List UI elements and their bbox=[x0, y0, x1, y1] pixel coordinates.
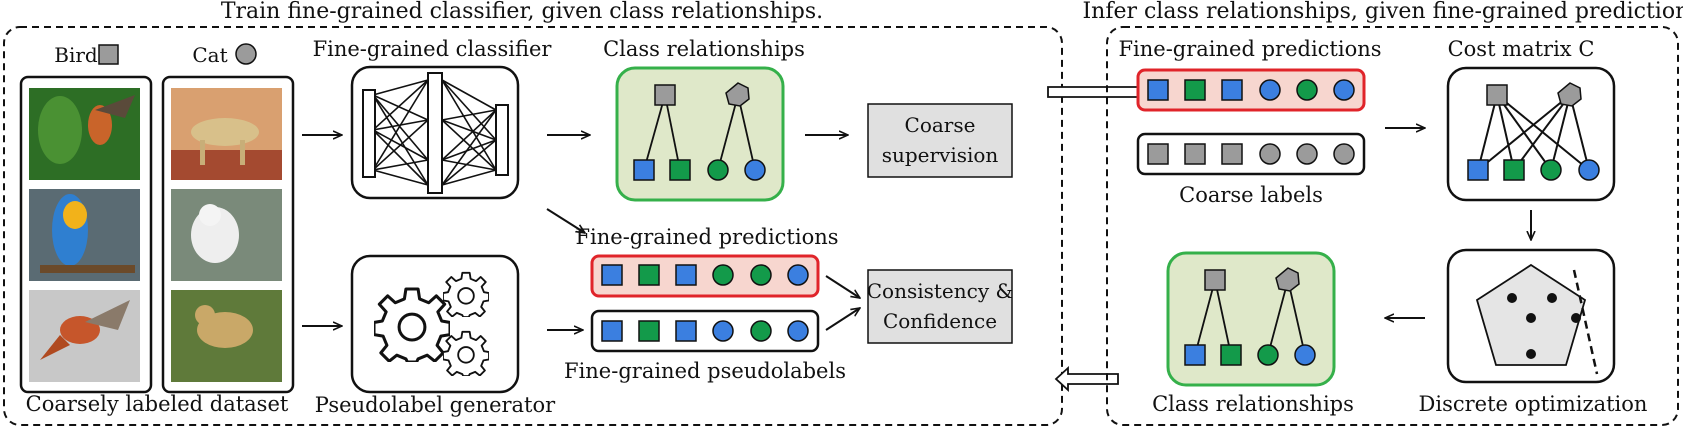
coarse-gray-circle-icon bbox=[1259, 143, 1281, 165]
cost-green-square-icon bbox=[1503, 159, 1525, 181]
coarse-supervision-label-line1: Coarse bbox=[905, 113, 976, 137]
dataset: Bird Cat bbox=[19, 43, 295, 416]
rpred-blue-circle-icon bbox=[1259, 79, 1281, 101]
cost-bird-node-icon bbox=[1486, 84, 1508, 106]
fine-node-green-circle-icon bbox=[707, 159, 729, 181]
arrow-predictions-to-consistency bbox=[825, 275, 860, 298]
coarse-gray-circle-icon bbox=[1296, 143, 1318, 165]
bird-square-icon bbox=[98, 44, 119, 65]
pseudo-green-circle-icon bbox=[750, 320, 772, 342]
pseudo-blue-square-icon bbox=[601, 320, 623, 342]
bird-coarse-node-icon bbox=[654, 84, 676, 106]
bird-label: Bird bbox=[54, 43, 98, 67]
arrow-to-right-panel-icon bbox=[1047, 78, 1152, 106]
cat-label: Cat bbox=[192, 43, 227, 67]
fine-predictions-strip bbox=[590, 254, 820, 298]
consistency-label-line1: Consistency & bbox=[867, 279, 1014, 303]
arrow-pseudolabels-to-consistency bbox=[825, 308, 860, 331]
fine-node-blue-circle-icon bbox=[744, 159, 766, 181]
pred-green-circle-icon bbox=[750, 264, 772, 286]
network-layer-1-icon bbox=[362, 89, 376, 178]
discrete-optimization: Discrete optimization bbox=[1419, 248, 1648, 416]
network-layer-3-icon bbox=[495, 104, 509, 176]
class-relationships-right: Class relationships bbox=[1152, 251, 1354, 416]
class-relationships-label: Class relationships bbox=[603, 37, 805, 61]
gear-large-icon bbox=[374, 287, 450, 362]
pred-blue-square-icon bbox=[601, 264, 623, 286]
cost-blue-square-icon bbox=[1467, 159, 1489, 181]
right-blue-circle-icon bbox=[1294, 344, 1316, 366]
fine-node-blue-square-icon bbox=[633, 159, 655, 181]
coarse-labels-label: Coarse labels bbox=[1179, 183, 1323, 207]
cost-matrix-label: Cost matrix C bbox=[1448, 37, 1595, 61]
network-edges-icon bbox=[372, 79, 497, 186]
arrow-classifier-to-predictions bbox=[546, 208, 585, 233]
coarse-gray-square-icon bbox=[1147, 143, 1169, 165]
fine-node-green-square-icon bbox=[669, 159, 691, 181]
cat-image-1 bbox=[171, 88, 282, 180]
coarse-labels-strip bbox=[1136, 132, 1366, 176]
cat-image-3 bbox=[171, 290, 282, 382]
pseudo-blue-circle-icon bbox=[787, 320, 809, 342]
pseudolabels-strip bbox=[590, 309, 820, 353]
consistency-confidence-box bbox=[867, 269, 1013, 344]
dataset-caption: Coarsely labeled dataset bbox=[26, 392, 289, 416]
pseudo-blue-circle-icon bbox=[712, 320, 734, 342]
right-green-square-icon bbox=[1220, 344, 1242, 366]
fine-predictions-label-left: Fine-grained predictions bbox=[575, 225, 838, 249]
gear-small-bottom-icon bbox=[443, 330, 489, 376]
left-panel: Train fine-grained classifier, given cla… bbox=[3, 0, 1063, 426]
rpred-green-circle-icon bbox=[1296, 79, 1318, 101]
pred-green-square-icon bbox=[638, 264, 660, 286]
right-panel: Infer class relationships, given fine-gr… bbox=[1082, 0, 1683, 426]
coarse-gray-circle-icon bbox=[1333, 143, 1355, 165]
right-fine-predictions-strip bbox=[1136, 68, 1366, 112]
classifier-label: Fine-grained classifier bbox=[313, 37, 553, 61]
arrow-to-left-panel-icon bbox=[1054, 365, 1119, 393]
cutting-plane-icon bbox=[1572, 269, 1599, 375]
right-green-circle-icon bbox=[1257, 344, 1279, 366]
right-panel-title: Infer class relationships, given fine-gr… bbox=[1082, 0, 1683, 24]
cat-circle-icon bbox=[235, 43, 257, 65]
left-panel-title: Train fine-grained classifier, given cla… bbox=[221, 0, 823, 24]
fine-predictions-label-right: Fine-grained predictions bbox=[1118, 37, 1381, 61]
pseudo-green-square-icon bbox=[638, 320, 660, 342]
pseudolabel-generator: Pseudolabel generator bbox=[315, 254, 556, 417]
cost-cat-node-icon bbox=[1557, 82, 1582, 107]
network-layer-2-icon bbox=[427, 72, 443, 194]
right-panel-border bbox=[1106, 26, 1679, 426]
rpred-blue-square-icon bbox=[1221, 79, 1243, 101]
right-blue-square-icon bbox=[1184, 344, 1206, 366]
coarse-supervision-label-line2: supervision bbox=[882, 143, 999, 167]
right-class-relationships-label: Class relationships bbox=[1152, 392, 1354, 416]
rpred-blue-square-icon bbox=[1147, 79, 1169, 101]
coarse-supervision-box bbox=[867, 103, 1013, 178]
pred-blue-circle-icon bbox=[787, 264, 809, 286]
pseudo-blue-square-icon bbox=[675, 320, 697, 342]
coarse-gray-square-icon bbox=[1184, 143, 1206, 165]
pred-blue-square-icon bbox=[675, 264, 697, 286]
pred-green-circle-icon bbox=[712, 264, 734, 286]
consistency-label-line2: Confidence bbox=[883, 309, 997, 333]
gear-small-top-icon bbox=[443, 271, 489, 317]
rpred-green-square-icon bbox=[1184, 79, 1206, 101]
pseudolabels-label: Fine-grained pseudolabels bbox=[564, 359, 846, 383]
discrete-optimization-label: Discrete optimization bbox=[1419, 392, 1648, 416]
class-relationships-left: Class relationships bbox=[603, 37, 805, 202]
cost-matrix: Cost matrix C bbox=[1446, 37, 1616, 202]
bird-image-3 bbox=[29, 290, 140, 382]
bird-image-2 bbox=[29, 189, 140, 281]
cat-image-2 bbox=[171, 189, 282, 281]
cost-green-circle-icon bbox=[1540, 159, 1562, 181]
fine-grained-classifier: Fine-grained classifier bbox=[313, 37, 553, 200]
cost-blue-circle-icon bbox=[1578, 159, 1600, 181]
right-cat-node-icon bbox=[1275, 267, 1300, 292]
rpred-blue-circle-icon bbox=[1333, 79, 1355, 101]
cat-coarse-node-icon bbox=[725, 82, 750, 107]
coarse-gray-square-icon bbox=[1221, 143, 1243, 165]
bird-image-1 bbox=[29, 88, 140, 180]
pseudolabel-generator-label: Pseudolabel generator bbox=[315, 393, 556, 417]
right-bird-node-icon bbox=[1204, 269, 1226, 291]
